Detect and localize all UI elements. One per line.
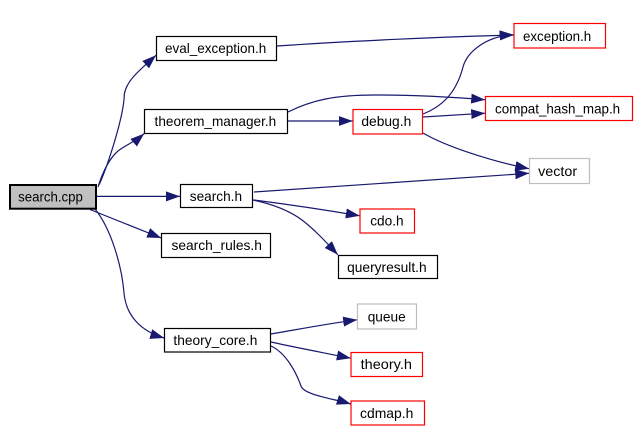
svg-text:cdo.h: cdo.h [370, 213, 403, 229]
svg-text:debug.h: debug.h [361, 113, 411, 129]
svg-text:compat_hash_map.h: compat_hash_map.h [495, 101, 620, 117]
svg-text:queue: queue [368, 309, 406, 325]
svg-text:theory.h: theory.h [361, 356, 412, 372]
svg-text:theory_core.h: theory_core.h [173, 332, 257, 348]
svg-text:eval_exception.h: eval_exception.h [165, 40, 266, 56]
svg-text:search.h: search.h [190, 188, 242, 204]
svg-text:search.cpp: search.cpp [18, 188, 83, 204]
svg-text:theorem_manager.h: theorem_manager.h [155, 113, 277, 129]
svg-text:search_rules.h: search_rules.h [171, 237, 262, 253]
svg-text:cdmap.h: cdmap.h [360, 405, 413, 421]
svg-text:queryresult.h: queryresult.h [347, 259, 427, 275]
svg-text:exception.h: exception.h [523, 28, 591, 44]
svg-text:vector: vector [538, 163, 577, 179]
